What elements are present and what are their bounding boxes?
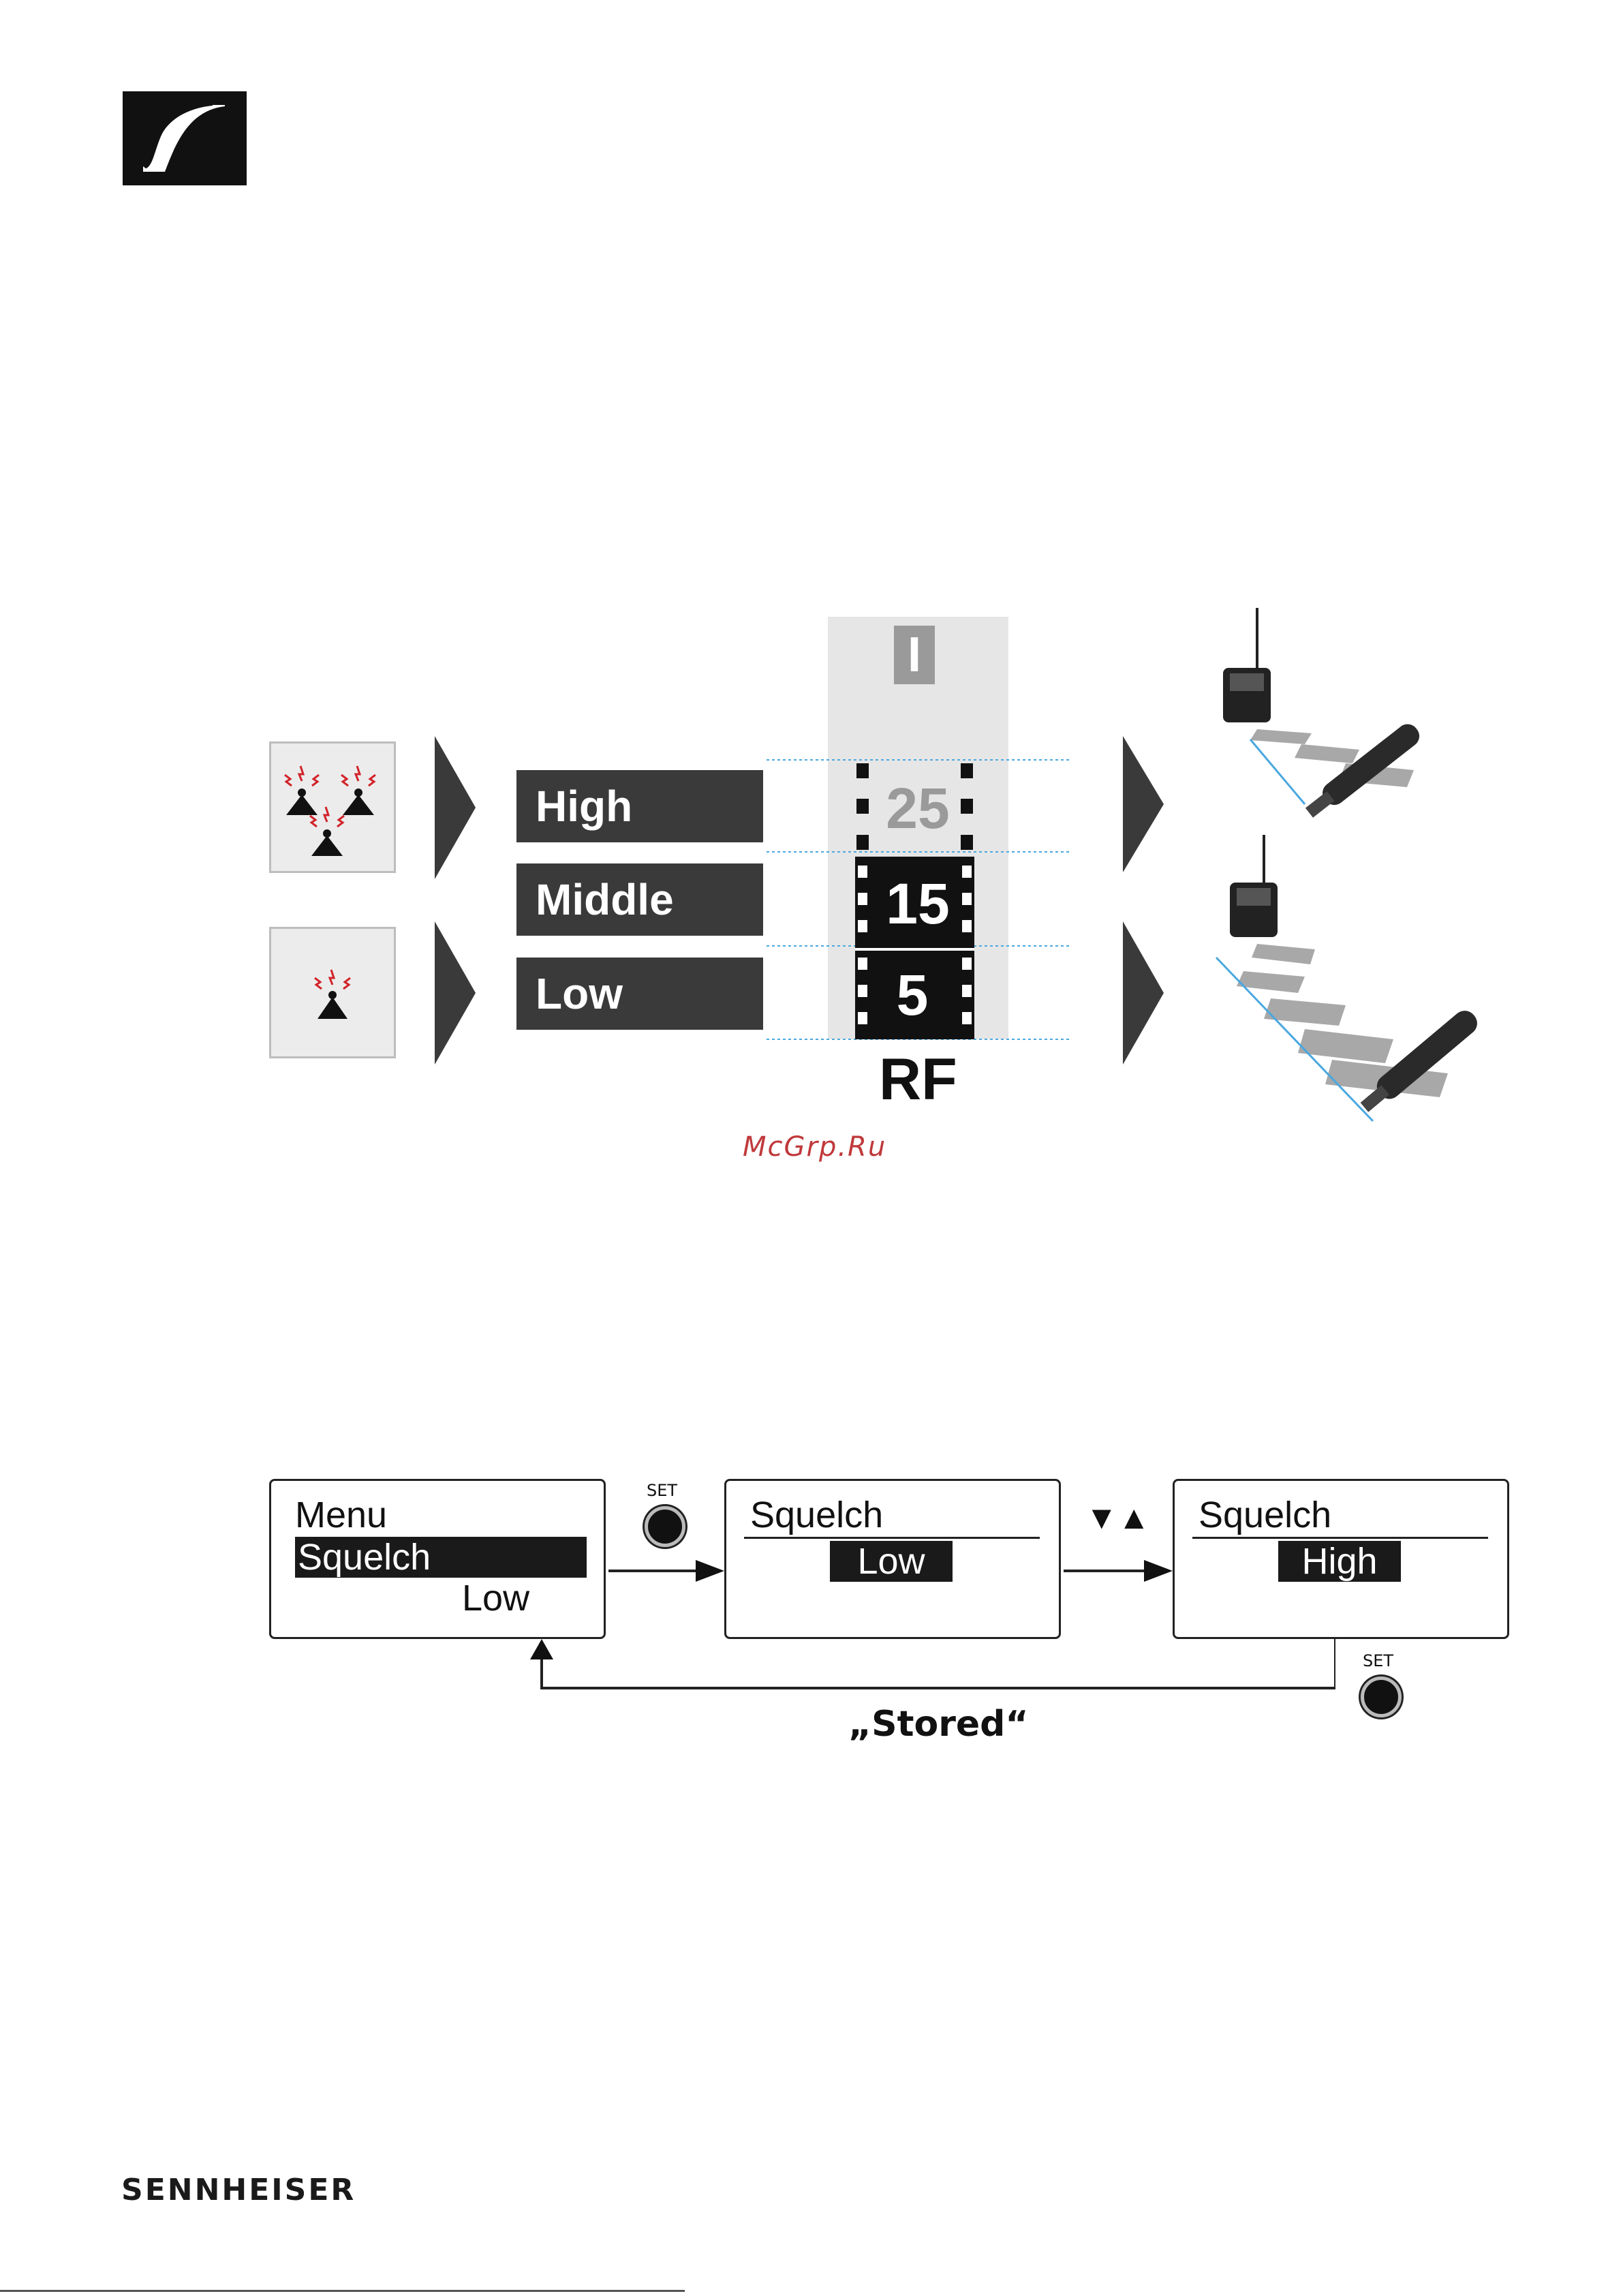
menu-item-value: Low: [462, 1578, 529, 1619]
few-interference-box: [269, 927, 396, 1058]
chevron-right-icon: [1123, 921, 1164, 1065]
set-label: SET: [1363, 1651, 1393, 1670]
rf-header: I: [894, 626, 935, 684]
level-high: High: [516, 770, 763, 842]
level-middle: Middle: [516, 863, 763, 936]
menu-title: Menu: [295, 1495, 387, 1535]
screen-title: Squelch: [1199, 1495, 1331, 1535]
screen-title: Squelch: [750, 1495, 883, 1535]
rf-value-high: 25: [856, 776, 979, 842]
menu-item-squelch: Squelch: [295, 1537, 587, 1578]
arrow-right-icon: [608, 1557, 724, 1585]
stored-message: „Stored“: [848, 1704, 1029, 1745]
arrow-right-icon: [1064, 1557, 1173, 1585]
interference-many-icon: [271, 744, 394, 871]
set-button[interactable]: [1361, 1677, 1402, 1717]
rf-value-low: 5: [851, 962, 974, 1028]
chevron-right-icon: [435, 736, 476, 879]
return-arrow: [518, 1639, 1335, 1694]
up-down-arrows-icon: ▼▲: [1085, 1499, 1150, 1537]
chevron-right-icon: [435, 921, 476, 1065]
transmitter-range-short-icon: [1209, 600, 1496, 845]
menu-screen: Menu Squelch Low: [269, 1479, 606, 1639]
footer-divider: [0, 2290, 685, 2292]
interference-few-icon: [271, 929, 394, 1056]
sennheiser-logo-icon: [123, 91, 247, 185]
squelch-screen-high: Squelch High: [1173, 1479, 1509, 1639]
many-interference-box: [269, 741, 396, 873]
watermark-text: McGrp.Ru: [743, 1131, 886, 1163]
screen-value: High: [1278, 1541, 1401, 1582]
chevron-right-icon: [1123, 736, 1164, 872]
set-button[interactable]: [645, 1506, 685, 1547]
transmitter-range-long-icon: [1203, 835, 1502, 1128]
squelch-screen-low: Squelch Low: [724, 1479, 1061, 1639]
brand-wordmark: SENNHEISER: [121, 2173, 356, 2207]
set-label: SET: [647, 1481, 677, 1500]
rf-value-middle: 15: [856, 871, 979, 937]
screen-value: Low: [830, 1541, 953, 1582]
level-low: Low: [516, 958, 763, 1030]
rf-label: RF: [879, 1046, 957, 1114]
